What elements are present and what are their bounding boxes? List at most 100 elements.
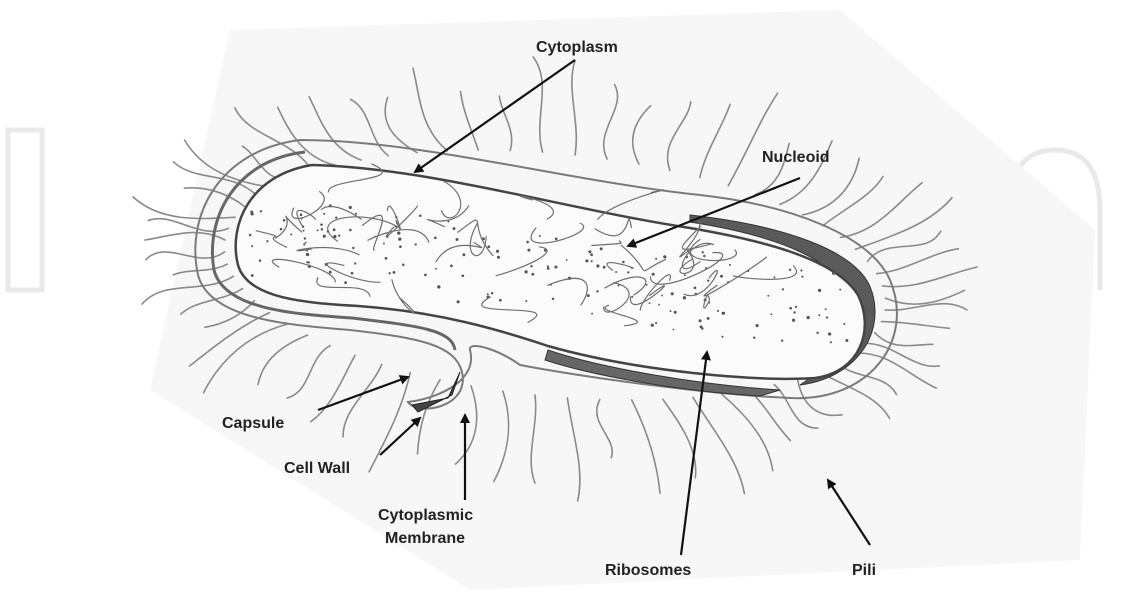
ribosome-dot (818, 314, 820, 316)
ribosome-dot (631, 296, 633, 298)
ribosome-dot (627, 271, 629, 273)
ribosome-dot (457, 300, 460, 303)
ribosome-dot (825, 308, 827, 310)
ribosome-dot (694, 287, 697, 290)
ribosome-dot (700, 325, 703, 328)
ribosome-dot (789, 307, 792, 310)
ribosome-dot (338, 235, 340, 237)
cytoplasm-label: Cytoplasm (536, 38, 618, 58)
ribosome-dot (349, 229, 352, 232)
ribosome-dot (655, 322, 657, 324)
ribosome-dot (323, 235, 326, 238)
ribosome-dot (673, 329, 675, 331)
cytoplasmic-membrane-label-line1: Cytoplasmic (378, 506, 473, 526)
ribosome-dot (843, 323, 845, 325)
ribosome-dot (329, 271, 332, 274)
cell-wall-label: Cell Wall (284, 459, 350, 479)
ribosome-dot (651, 324, 654, 327)
ribosome-dot (333, 228, 336, 231)
ribosome-dot (259, 259, 261, 261)
ribosome-dot (770, 313, 772, 315)
ribosome-dot (591, 313, 593, 315)
ribosome-dot (453, 227, 456, 230)
ribosome-dot (249, 234, 252, 237)
ribosome-dot (487, 293, 489, 295)
ribosome-dot (554, 265, 557, 268)
ribosome-dot (437, 285, 440, 288)
pili-label: Pili (852, 561, 876, 581)
ribosome-dot (781, 339, 783, 341)
ribosome-dot (496, 250, 499, 253)
ribosome-dot (251, 274, 254, 277)
ribosome-dot (304, 237, 306, 239)
ribosome-dot (300, 213, 303, 216)
ribosome-dot (531, 273, 534, 276)
ribosome-dot (703, 255, 705, 257)
ribosome-dot (527, 249, 530, 252)
ribosome-dot (349, 206, 352, 209)
ribosome-dot (848, 268, 850, 270)
ribosome-dot (600, 247, 603, 250)
ribosomes-label: Ribosomes (605, 561, 691, 581)
ribosome-dot (789, 269, 791, 271)
ribosome-dot (830, 341, 832, 343)
ribosome-dot (389, 272, 391, 274)
ribosome-dot (487, 245, 490, 248)
ribosome-dot (658, 304, 660, 306)
ribosome-dot (306, 253, 309, 256)
ribosome-dot (317, 229, 319, 231)
ribosome-dot (615, 271, 617, 273)
ribosome-dot (335, 217, 337, 219)
ribosome-dot (283, 219, 286, 222)
ribosome-dot (717, 310, 719, 312)
ribosome-dot (303, 243, 305, 245)
ribosome-dot (280, 228, 283, 231)
ribosome-dot (807, 316, 810, 319)
ribosome-dot (596, 264, 599, 267)
ribosome-dot (397, 231, 400, 234)
ribosome-dot (260, 210, 262, 212)
ribosome-dot (800, 269, 802, 271)
ribosome-dot (450, 265, 453, 268)
ribosome-dot (566, 259, 568, 261)
ribosome-dot (707, 317, 710, 320)
ribosome-dot (530, 265, 532, 267)
ribosome-dot (652, 273, 655, 276)
ribosome-dot (321, 228, 323, 230)
ribosome-dot (539, 235, 541, 237)
ribosome-dot (266, 240, 268, 242)
ribosome-dot (671, 292, 674, 295)
ribosome-dot (622, 261, 625, 264)
ribosome-dot (782, 288, 784, 290)
ribosome-dot (819, 263, 821, 265)
ribosome-dot (320, 223, 323, 226)
ribosome-dot (839, 289, 841, 291)
ribosome-dot (845, 339, 848, 342)
ribosome-dot (525, 300, 527, 302)
ribosome-dot (722, 336, 724, 338)
ribosome-dot (702, 251, 704, 253)
ribosome-dot (590, 253, 593, 256)
ribosome-dot (462, 253, 465, 256)
ribosome-dot (547, 267, 550, 270)
ribosome-dot (720, 275, 723, 278)
ribosome-dot (663, 255, 666, 258)
ribosome-dot (383, 243, 385, 245)
ribosome-dot (818, 289, 821, 292)
ribosome-dot (419, 215, 422, 218)
ribosome-dot (398, 237, 401, 240)
ribosome-dot (303, 230, 305, 232)
ribosome-dot (526, 241, 529, 244)
ribosome-dot (250, 212, 253, 215)
ribosome-dot (344, 281, 347, 284)
ribosome-dot (729, 264, 731, 266)
ribosome-dot (674, 311, 677, 314)
ribosome-dot (399, 245, 402, 248)
ribosome-dot (792, 319, 795, 322)
ribosome-dot (722, 312, 725, 315)
ribosome-dot (588, 250, 591, 253)
ribosome-dot (290, 234, 292, 236)
ribosome-dot (385, 257, 388, 260)
ribosome-dot (756, 324, 759, 327)
